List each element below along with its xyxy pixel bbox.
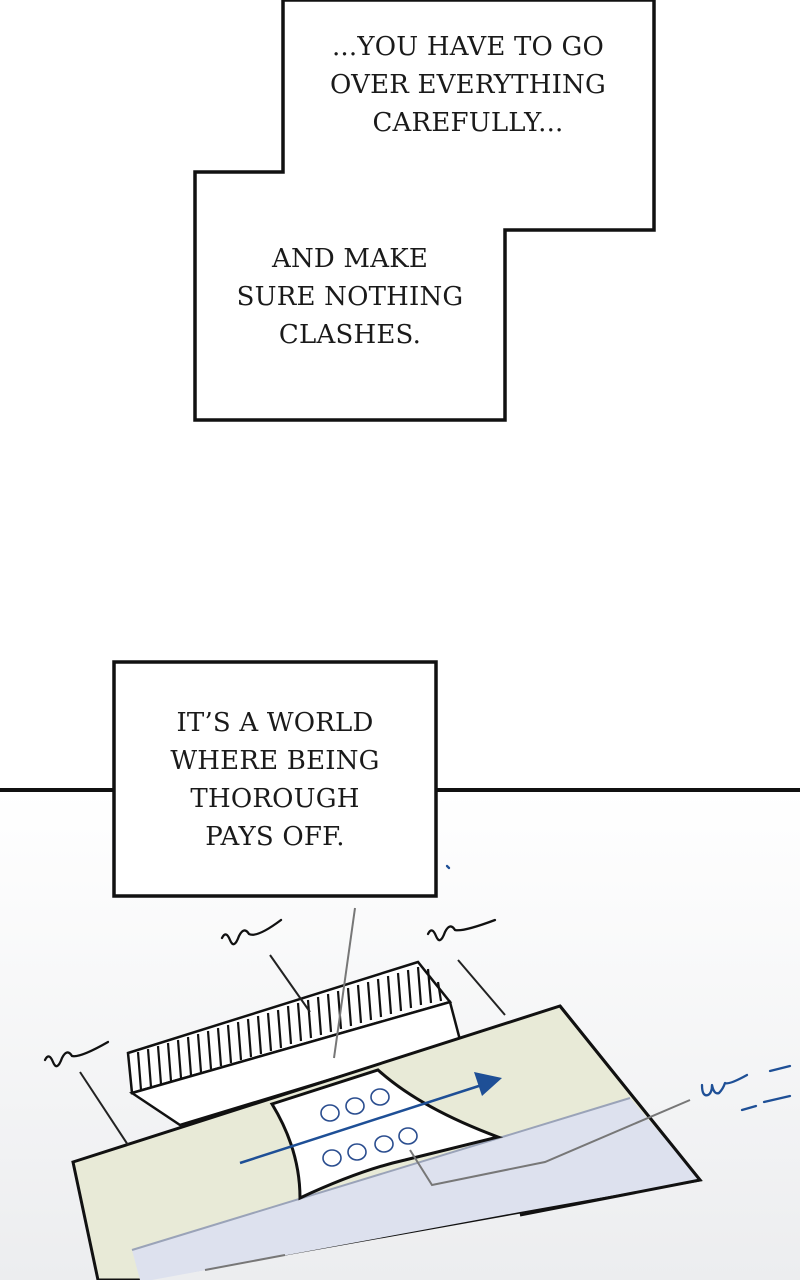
blue-scribbles xyxy=(445,864,792,1112)
caption-text-go-over: ...YOU HAVE TO GO OVER EVERYTHING CAREFU… xyxy=(330,32,606,138)
slab-divider xyxy=(131,1097,631,1251)
caption-text-no-clash: AND MAKE SURE NOTHING CLASHES. xyxy=(236,244,464,350)
scribble-annotations xyxy=(43,918,497,1068)
leader-lines xyxy=(79,954,506,1146)
circle-markers xyxy=(320,1088,418,1167)
caption-text-thorough: IT’S A WORLD WHERE BEING THOROUGH PAYS O… xyxy=(170,708,380,852)
slab-right-edge xyxy=(519,1005,703,1217)
blueprint-drawing xyxy=(43,864,792,1280)
caption-box-bottom xyxy=(112,660,438,898)
direction-arrow xyxy=(239,1072,502,1165)
hatching xyxy=(136,966,443,1091)
callout-lines xyxy=(204,907,691,1271)
caption-box-stepped xyxy=(193,0,656,422)
slab-blue-section xyxy=(132,1098,700,1280)
